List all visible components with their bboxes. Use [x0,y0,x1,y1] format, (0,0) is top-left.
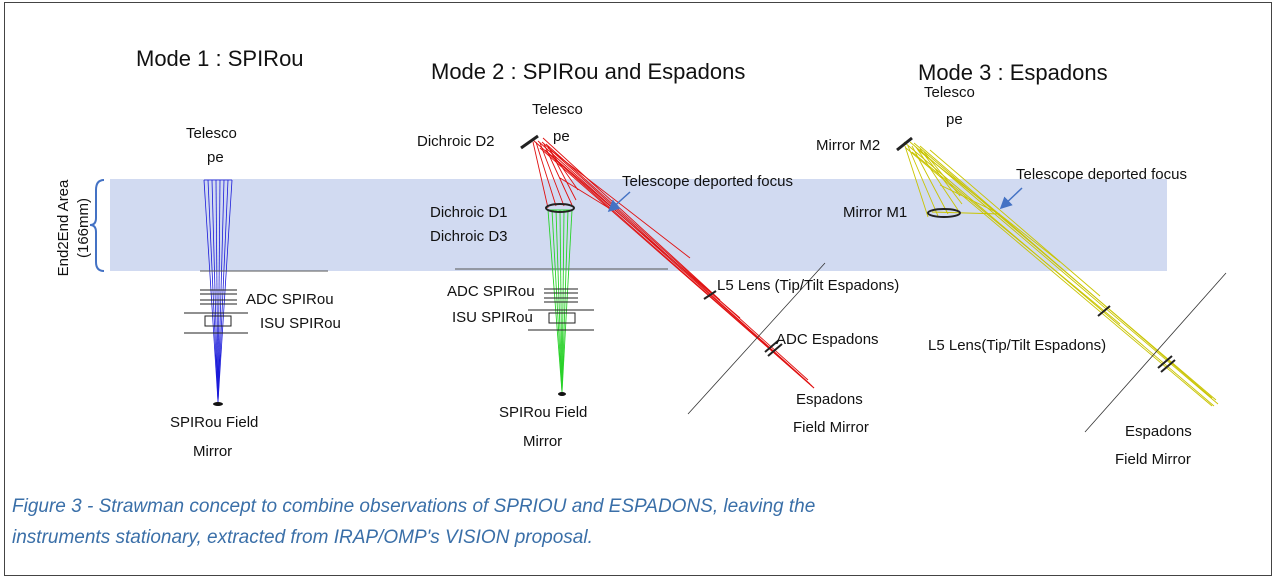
figure-caption: Figure 3 - Strawman concept to combine o… [12,491,1252,553]
mode1-adc-label: ADC SPIRou [246,291,334,308]
mode2-spirou-field-mirror-label-1: SPIRou Field [499,404,587,421]
mode1-isu-label: ISU SPIRou [260,315,341,332]
mode2-dichroic-d1-element [545,203,575,213]
mode1-field-mirror-element [213,402,223,406]
mode3-telescope-line1: Telesco [924,84,975,101]
mode2-deported-focus-label: Telescope deported focus [622,173,793,190]
mode1-adc-element [200,289,237,305]
mode3-mirror-m1-label: Mirror M1 [843,204,907,221]
mode2-adc-spirou-label: ADC SPIRou [447,283,535,300]
mode1-field-mirror-label-2: Mirror [193,443,232,460]
mode2-red-beam [532,137,815,389]
mode3-title: Mode 3 : Espadons [918,60,1108,85]
mode2-title: Mode 2 : SPIRou and Espadons [431,59,745,84]
mode2-espadons-field-mirror-label-1: Espadons [796,391,863,408]
mode3-l5-lens-label: L5 Lens(Tip/Tilt Espadons) [928,337,1106,354]
mode3-mirror-m2-label: Mirror M2 [816,137,880,154]
mode2-spirou-field-mirror-label-2: Mirror [523,433,562,450]
mode2-l5-lens-label: L5 Lens (Tip/Tilt Espadons) [717,277,899,294]
mode3-mirror-m2-element [896,136,913,152]
mode1-isu-element [184,312,248,334]
mode2-dichroic-d2-element [520,134,539,150]
mode2-espadons-field-mirror-label-2: Field Mirror [793,419,869,436]
mode1-blue-beam [203,179,233,403]
mode2-dichroic-d2-label: Dichroic D2 [417,133,495,150]
mode3-espadons-field-mirror-label-1: Espadons [1125,423,1192,440]
mode3-yellow-beam [903,141,1219,407]
mode3-diagonal-guide [1084,272,1227,433]
mode2-telescope-line1: Telesco [532,101,583,118]
figure-caption-line2: instruments stationary, extracted from I… [12,527,593,548]
mode3-deported-focus-arrow [999,187,1023,210]
mode3-espadons-field-mirror-label-2: Field Mirror [1115,451,1191,468]
mode2-adc-espadons-label: ADC Espadons [776,331,879,348]
mode2-isu-spirou-element [528,309,594,331]
mode2-adc-spirou-element [544,288,578,303]
mode1-telescope-line2: pe [207,149,224,166]
mode2-dichroic-d1-label: Dichroic D1 [430,204,508,221]
mode2-green-beam [547,209,573,393]
mode2-adc-espadons-element [764,339,783,357]
end2end-bracket [89,179,105,272]
end2end-area-label: End2End Area [55,179,72,276]
mode3-adc-element [1157,355,1176,373]
mode2-spirou-field-mirror-element [558,392,566,396]
mode3-mirror-m1-element [927,208,961,218]
mode1-title: Mode 1 : SPIRou [136,46,304,71]
mode3-telescope-line2: pe [946,111,963,128]
end2end-area-sublabel: (166mm) [75,198,92,258]
mode2-isu-spirou-label: ISU SPIRou [452,309,533,326]
mode3-deported-focus-label: Telescope deported focus [1016,166,1187,183]
mode2-deported-focus-arrow [607,191,631,213]
mode1-field-mirror-label-1: SPIRou Field [170,414,258,431]
mode2-telescope-line2: pe [553,128,570,145]
mode3-l5-lens-element [1097,305,1111,317]
figure-caption-line1: Figure 3 - Strawman concept to combine o… [12,496,816,517]
mode2-l5-lens-element [703,290,717,300]
mode1-telescope-line1: Telesco [186,125,237,142]
mode2-dichroic-d3-label: Dichroic D3 [430,228,508,245]
mode2-diagonal-guide [687,262,826,415]
